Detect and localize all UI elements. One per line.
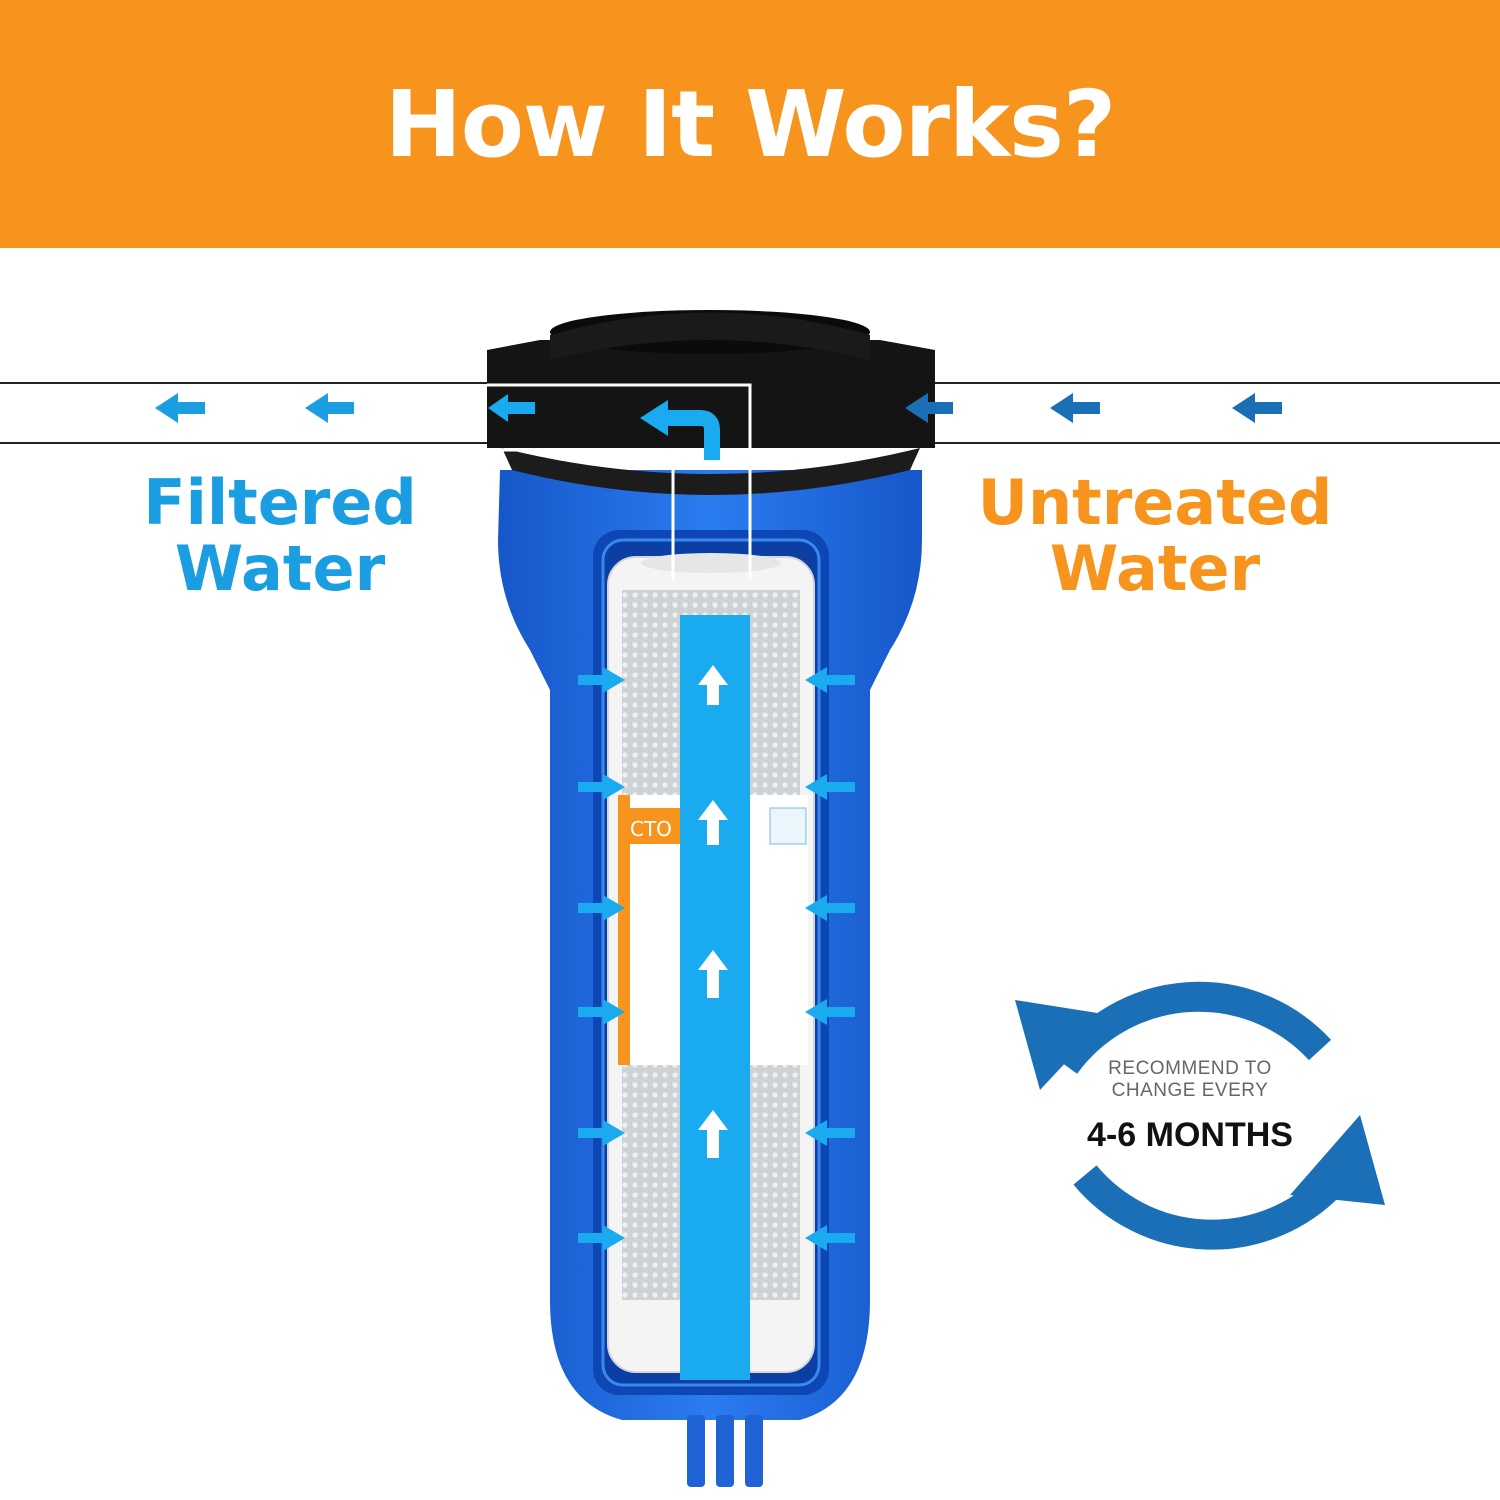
right-arrow-icon bbox=[578, 1225, 625, 1251]
left-arrow-icon bbox=[805, 774, 855, 800]
up-arrow-icons bbox=[698, 665, 728, 1158]
up-arrow-icon bbox=[698, 800, 728, 845]
right-arrow-icon bbox=[578, 1120, 625, 1146]
filtered-water-label: Filtered Water bbox=[115, 470, 445, 602]
outlet-arrow-icon bbox=[488, 394, 535, 422]
untreated-water-line2: Water bbox=[1049, 532, 1261, 605]
left-arrow-icon bbox=[155, 393, 205, 423]
inflow-arrows-right bbox=[805, 667, 855, 1251]
left-arrow-icon bbox=[305, 393, 354, 423]
up-arrow-icon bbox=[698, 665, 728, 705]
left-arrow-icon bbox=[805, 1120, 855, 1146]
filtered-flow-arrows bbox=[155, 393, 354, 423]
right-arrow-icon bbox=[578, 774, 625, 800]
left-arrow-icon bbox=[905, 393, 953, 423]
right-arrow-icon bbox=[578, 667, 625, 693]
left-arrow-icon bbox=[1050, 393, 1100, 423]
left-arrow-icon bbox=[805, 999, 855, 1025]
left-arrow-icon bbox=[805, 895, 855, 921]
filtered-water-line2: Water bbox=[174, 532, 386, 605]
header-banner: How It Works? bbox=[0, 0, 1500, 248]
page-title: How It Works? bbox=[384, 70, 1117, 178]
filtered-water-line1: Filtered bbox=[143, 466, 417, 539]
up-arrow-icon bbox=[698, 950, 728, 998]
inflow-arrows-left bbox=[578, 667, 625, 1251]
housing-ribs bbox=[687, 1415, 763, 1487]
recommend-line-2: CHANGE EVERY bbox=[1111, 1080, 1269, 1101]
up-arrow-icon bbox=[698, 1110, 728, 1158]
recommend-line-1: RECOMMEND TO bbox=[1108, 1058, 1272, 1079]
right-arrow-icon bbox=[578, 895, 625, 921]
left-arrow-icon bbox=[1232, 393, 1282, 423]
housing-cap bbox=[487, 310, 935, 495]
cycle-arrows-icon bbox=[1015, 981, 1385, 1250]
right-arrow-icon bbox=[578, 999, 625, 1025]
replacement-interval: 4-6 MONTHS bbox=[1087, 1116, 1293, 1154]
untreated-water-line1: Untreated bbox=[977, 466, 1333, 539]
untreated-flow-arrows bbox=[905, 393, 1282, 423]
turn-arrow-icon bbox=[665, 410, 720, 460]
pipe-lines bbox=[0, 382, 1500, 444]
cartridge-brand: CTO bbox=[630, 817, 672, 841]
left-arrow-icon bbox=[805, 667, 855, 693]
left-arrow-icon bbox=[805, 1225, 855, 1251]
replacement-recommendation: RECOMMEND TO CHANGE EVERY 4-6 MONTHS bbox=[1040, 1058, 1340, 1155]
untreated-water-label: Untreated Water bbox=[960, 470, 1350, 602]
